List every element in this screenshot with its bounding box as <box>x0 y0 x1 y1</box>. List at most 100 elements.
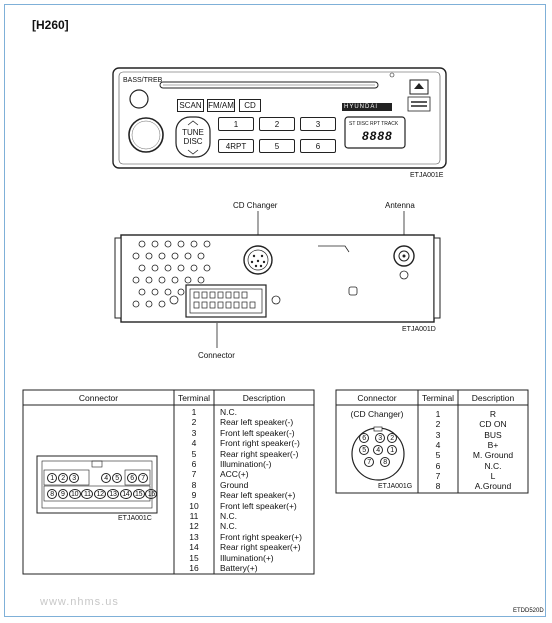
main-description-cell: Ground <box>220 479 249 490</box>
cd-terminal-cell: 3 <box>435 429 441 440</box>
cd-pin: 4 <box>373 445 383 455</box>
cd-terminal-cell: 5 <box>435 450 441 461</box>
cd-pin: 6 <box>359 433 369 443</box>
watermark: www.nhms.us <box>40 596 119 608</box>
cd-terminal-cell: 6 <box>435 460 441 471</box>
model-code: [H260] <box>32 18 69 32</box>
main-description-cell: Rear left speaker(+) <box>220 490 296 501</box>
rear-panel-drawing <box>114 211 441 348</box>
main-header-terminal: Terminal <box>177 393 211 403</box>
scan-button[interactable]: SCAN <box>177 99 204 112</box>
main-description-cell: Battery(+) <box>220 563 258 573</box>
main-description-cell: N.C. <box>220 521 237 532</box>
main-terminal-cell: 4 <box>191 438 197 449</box>
cd-figure-code: ETJA001G <box>378 483 413 490</box>
main-pin: 8 <box>47 489 57 499</box>
main-terminal-cell: 8 <box>191 479 197 490</box>
main-pin: 3 <box>69 473 79 483</box>
cd-terminal-cell: 7 <box>435 470 441 481</box>
main-terminal-cell: 15 <box>189 552 199 563</box>
cd-terminal-cell: 8 <box>435 481 441 492</box>
main-description-cell: Rear right speaker(-) <box>220 448 299 459</box>
main-figure-code: ETJA001C <box>118 515 152 522</box>
main-description-cell: N.C. <box>220 407 237 417</box>
cd-description-cell: N.C. <box>484 460 502 471</box>
antenna-label: Antenna <box>385 201 415 210</box>
radio-figure-code: ETJA001E <box>410 172 444 179</box>
page-frame <box>4 4 546 617</box>
main-pin: 7 <box>138 473 148 483</box>
cd-pin: 2 <box>387 433 397 443</box>
cd-terminal-cell: 4 <box>435 439 441 450</box>
main-pin: 13 <box>107 489 119 499</box>
main-description-cell: Rear right speaker(+) <box>220 542 301 553</box>
cd-pin: 8 <box>380 457 390 467</box>
fm-am-button[interactable]: FM/AM <box>207 99 235 112</box>
bass-treb-label: BASS/TREB <box>123 77 163 84</box>
main-terminal-cell: 7 <box>191 469 197 480</box>
cd-button[interactable]: CD <box>239 99 261 112</box>
display-digits: 8888 <box>362 129 393 143</box>
main-terminal-cell: 2 <box>191 417 197 428</box>
preset-1-button[interactable]: 1 <box>218 117 254 131</box>
cd-header-terminal: Terminal <box>421 393 455 403</box>
main-terminal-cell: 3 <box>191 427 197 438</box>
rear-figure-code: ETJA001D <box>402 326 436 333</box>
main-terminal-cell: 6 <box>191 459 197 469</box>
main-description-cell: Illumination(-) <box>220 459 272 469</box>
cd-description-cell: L <box>490 470 496 481</box>
main-pin: 9 <box>57 489 68 499</box>
page-code: ETDD520D <box>513 608 544 614</box>
cd-description-cell: BUS <box>484 429 502 440</box>
main-pin: 2 <box>58 473 68 483</box>
preset-5-button[interactable]: 5 <box>259 139 295 153</box>
brand-logo: HYUNDAI <box>344 104 379 110</box>
main-pin: 10 <box>68 489 81 499</box>
main-terminal-cell: 13 <box>189 531 199 542</box>
main-terminal-cell: 1 <box>191 407 197 417</box>
tune-label: TUNE <box>182 128 204 137</box>
cd-description-cell: R <box>489 409 497 419</box>
main-pin: 5 <box>112 473 122 483</box>
cd-header-description: Description <box>471 393 515 403</box>
main-description-cell: ACC(+) <box>220 469 249 480</box>
disc-label: DISC <box>183 137 203 146</box>
preset-2-button[interactable]: 2 <box>259 117 295 131</box>
main-header-description: Description <box>242 393 286 403</box>
main-pin: 11 <box>81 489 94 499</box>
main-terminal-cell: 16 <box>189 563 199 573</box>
main-terminal-cell: 14 <box>189 542 199 553</box>
main-description-cell: Front right speaker(+) <box>220 531 302 542</box>
main-description-cell: Front left speaker(-) <box>220 427 295 438</box>
main-pin: 1 <box>47 473 57 483</box>
main-pin: 16 <box>145 489 158 499</box>
cd-description-cell: M. Ground <box>472 450 514 461</box>
preset-4-rpt-button[interactable]: 4RPT <box>218 139 254 153</box>
cd-terminal-cell: 2 <box>435 419 441 430</box>
cd-pin: 7 <box>364 457 374 467</box>
main-pin: 15 <box>132 489 145 499</box>
cd-description-cell: A.Ground <box>474 481 512 492</box>
cd-changer-label: CD Changer <box>233 201 278 210</box>
preset-6-button[interactable]: 6 <box>300 139 336 153</box>
connector-label: Connector <box>198 351 235 360</box>
cd-terminal-cell: 1 <box>435 409 441 419</box>
main-pin: 12 <box>94 489 107 499</box>
main-description-cell: Front left speaker(+) <box>220 500 297 511</box>
preset-3-button[interactable]: 3 <box>300 117 336 131</box>
main-description-cell: Front right speaker(-) <box>220 438 300 449</box>
main-terminal-cell: 5 <box>191 448 197 459</box>
main-header-connector: Connector <box>78 393 119 403</box>
cd-header-connector: Connector <box>357 393 397 403</box>
main-terminal-cell: 12 <box>189 521 199 532</box>
main-terminal-cell: 11 <box>189 511 199 521</box>
main-pin: 14 <box>119 489 132 499</box>
main-terminal-cell: 9 <box>191 490 197 501</box>
main-description-cell: N.C. <box>220 511 237 521</box>
main-description-cell: Rear left speaker(-) <box>220 417 294 428</box>
main-terminal-cell: 10 <box>189 500 199 511</box>
main-pin: 6 <box>127 473 137 483</box>
cd-pin: 1 <box>387 445 397 455</box>
